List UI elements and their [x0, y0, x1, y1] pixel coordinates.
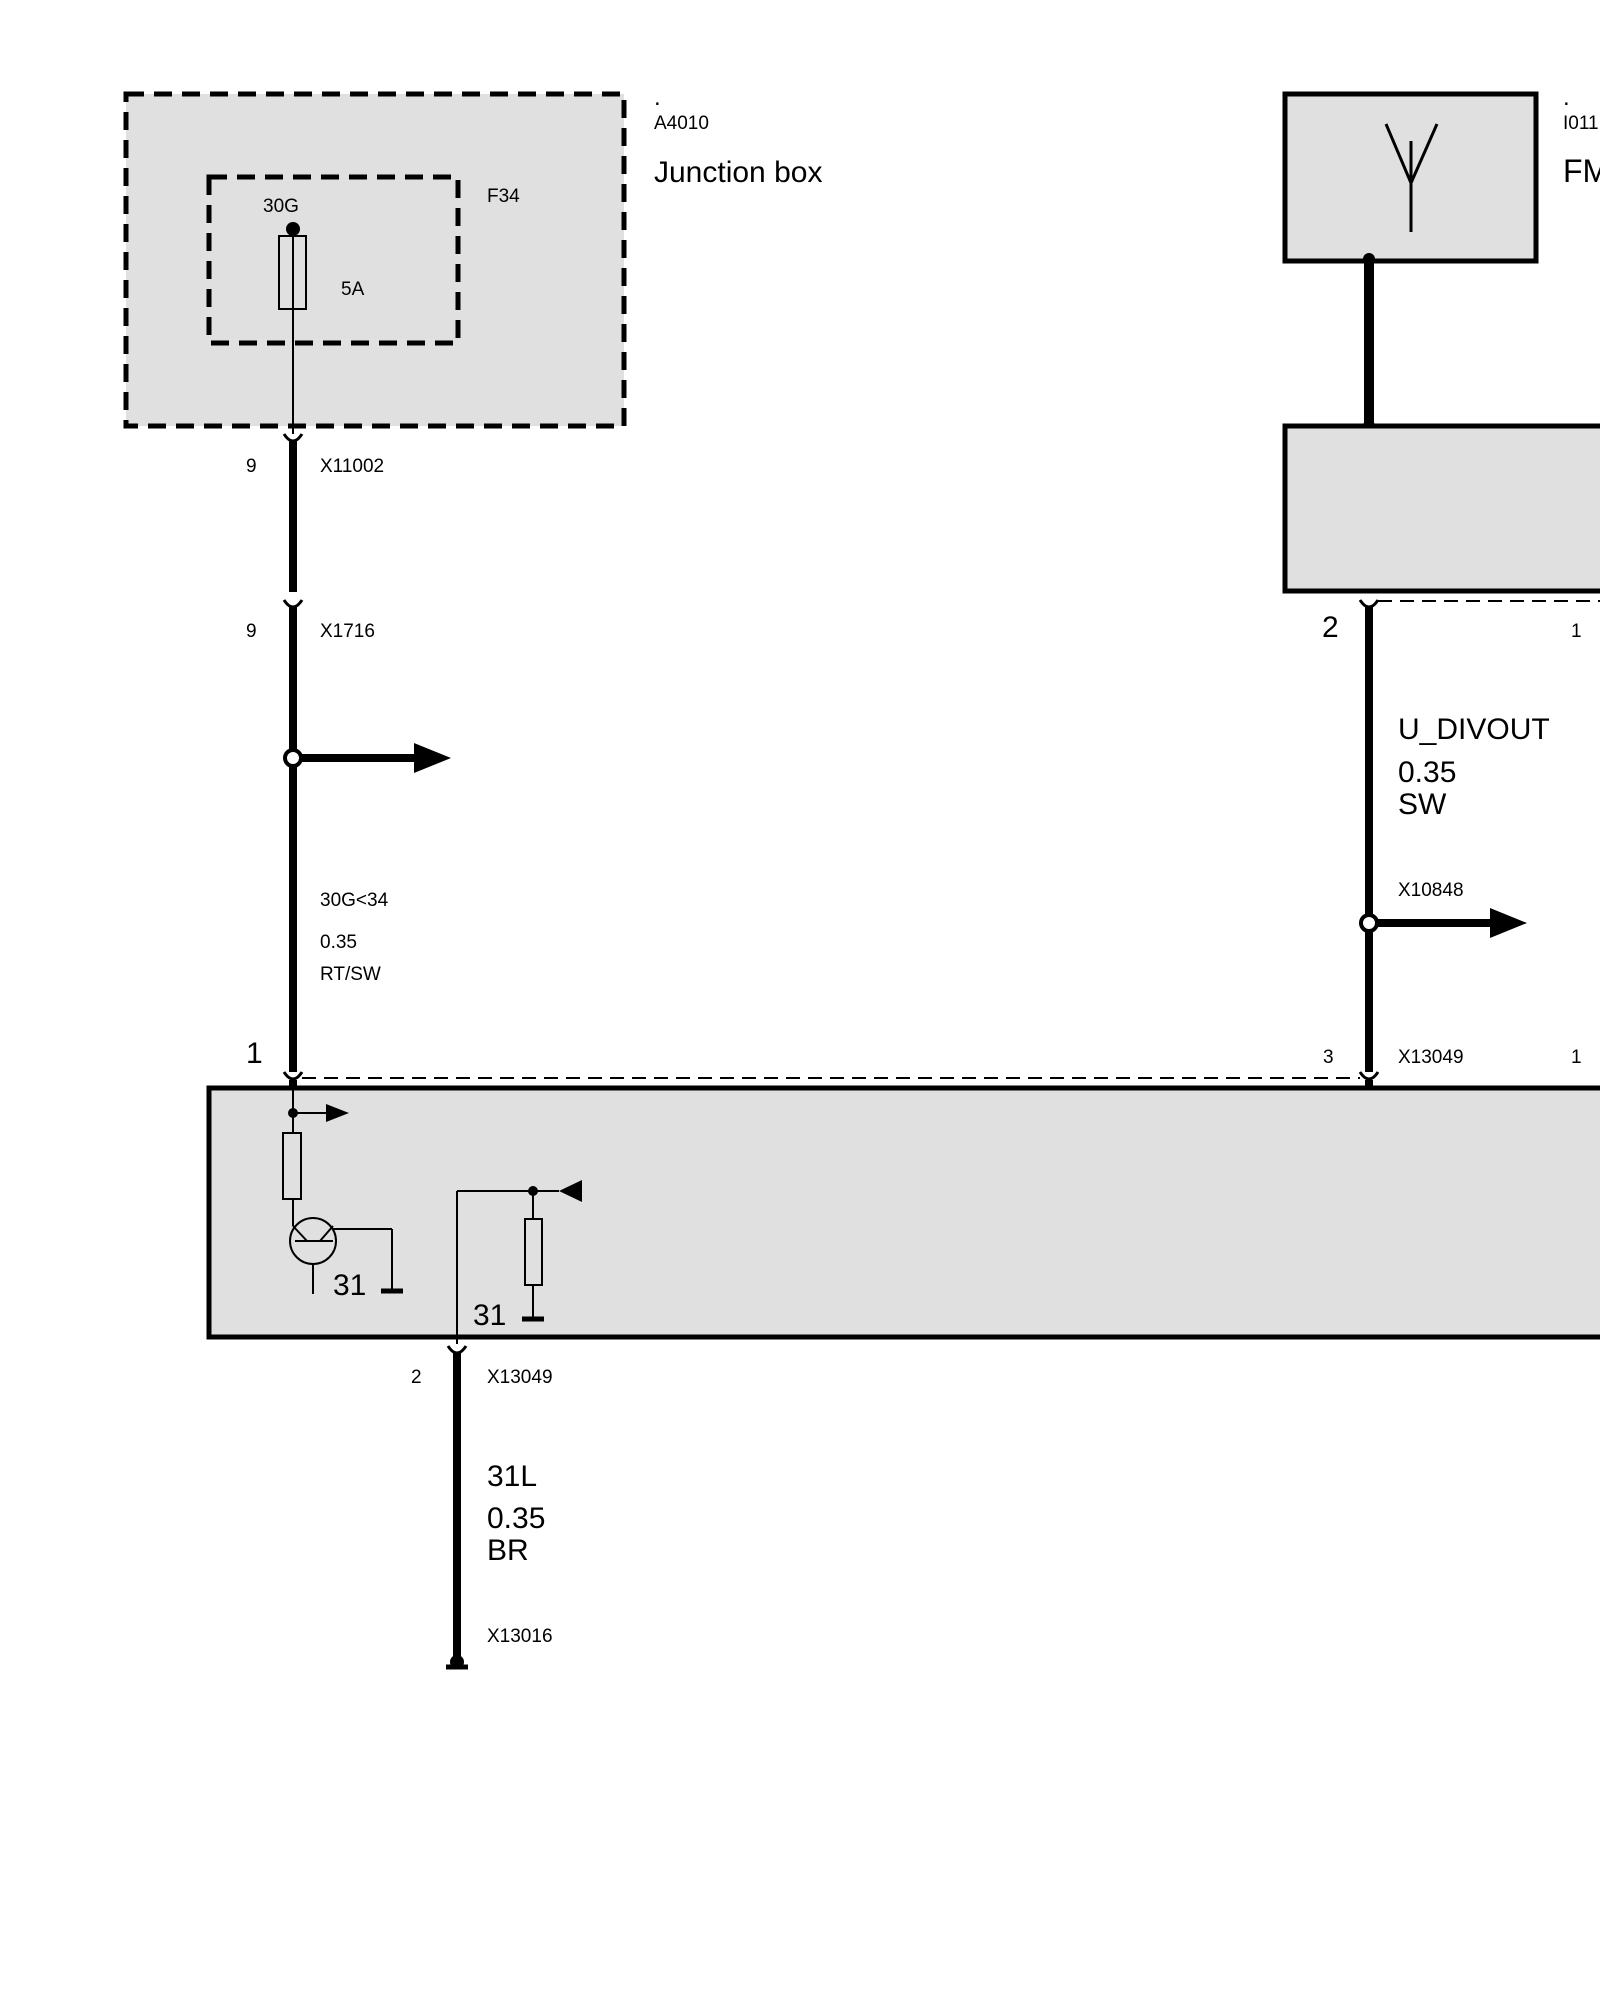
module-left-pin: 1 [246, 1037, 263, 1070]
transistor-emitter [319, 1225, 334, 1242]
fuse-id-label: F34 [487, 186, 520, 207]
antenna-dot: . [1563, 84, 1570, 111]
connector-x1716-icon [282, 599, 304, 609]
junction-box-id: A4010 [654, 113, 709, 134]
antenna-pin-label: 2 [1322, 611, 1339, 644]
antenna-icon-left [1384, 123, 1413, 184]
antenna-pin-far-label: 1 [1571, 621, 1582, 642]
fuse-holder-outline [206, 174, 461, 346]
antenna-component: . I011 FM [1282, 84, 1600, 594]
connector-module-bottom-icon [446, 1345, 468, 1355]
right-splice-label: X10848 [1398, 880, 1464, 901]
module-right-pin: 3 [1323, 1047, 1334, 1068]
junction-box-title: Junction box [654, 156, 822, 189]
splice-dot-icon [283, 748, 303, 768]
bottom-wire-signal: 31L [487, 1460, 537, 1493]
right-wire-gauge: 0.35 [1398, 756, 1456, 789]
antenna-title: FM [1563, 153, 1600, 189]
connector-x11002-icon [282, 433, 304, 443]
antenna-icon-right [1409, 123, 1439, 184]
module-bottom-pin: 2 [411, 1367, 422, 1388]
left-wire-gauge: 0.35 [320, 932, 357, 953]
connector-x11002-pin: 9 [246, 456, 257, 477]
right-wire: 2 1 U_DIVOUT 0.35 SW X10848 3 X13049 1 [1322, 599, 1600, 1088]
module-right-connector: X13049 [1398, 1047, 1464, 1068]
module-bottom-connector: X13049 [487, 1367, 553, 1388]
internal-tap-arrow-icon [326, 1104, 349, 1122]
antenna-feed-dot [1363, 253, 1375, 265]
left-wire-color: RT/SW [320, 964, 381, 985]
module-right-pin-far: 1 [1571, 1047, 1582, 1068]
connector-x1716-label: X1716 [320, 621, 375, 642]
right-splice-dot-icon [1359, 913, 1379, 933]
connector-x1716-pin: 9 [246, 621, 257, 642]
right-wire-signal: U_DIVOUT [1398, 713, 1550, 746]
internal-input-arrow-icon [559, 1180, 582, 1202]
bottom-wire-color: BR [487, 1534, 529, 1567]
antenna-id: I011 [1563, 113, 1599, 134]
junction-box-dot: . [654, 84, 661, 111]
connector-module-right-icon [1358, 1071, 1380, 1081]
transistor-collector [292, 1225, 308, 1242]
receiver-module: 31 31 [206, 1085, 1600, 1344]
fuse-rating-label: 5A [341, 279, 365, 300]
connector-module-left-icon [282, 1071, 304, 1081]
module-box [206, 1085, 1600, 1340]
splice-arrow-icon [414, 743, 451, 773]
fuse-terminal-label: 30G [263, 196, 299, 217]
ground-connector-label: X13016 [487, 1626, 553, 1647]
fuse-terminal-dot [286, 222, 300, 236]
bottom-wire-gauge: 0.35 [487, 1502, 545, 1535]
left-wire-signal: 30G<34 [320, 890, 389, 911]
connector-antenna-pin-icon [1358, 599, 1380, 609]
ground-label-2: 31 [473, 1299, 506, 1332]
junction-box: 30G 5A F34 . A4010 Junction box [123, 84, 822, 434]
antenna-amplifier-box [1282, 423, 1600, 594]
left-wire: 9 X11002 9 X1716 30G<34 0.35 RT/SW 1 [246, 433, 451, 1088]
right-wire-color: SW [1398, 788, 1447, 821]
bottom-wire: 2 X13049 31L 0.35 BR X13016 [411, 1345, 553, 1670]
ground-label-1: 31 [333, 1269, 366, 1302]
right-splice-arrow-icon [1490, 908, 1527, 938]
connector-x11002-label: X11002 [320, 456, 384, 477]
